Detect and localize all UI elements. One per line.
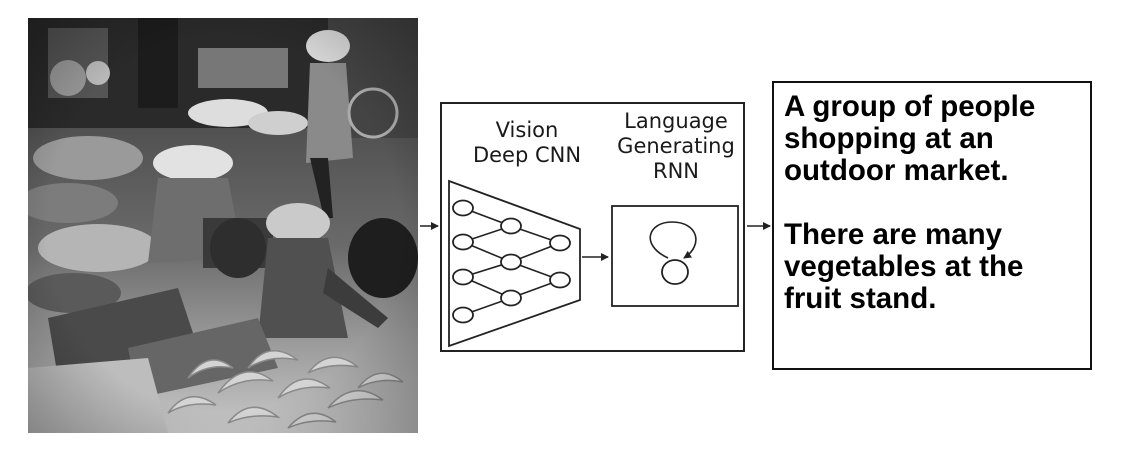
cnn-node (452, 268, 474, 286)
language-label-line1: Language (624, 109, 728, 133)
caption-2-line-2: vegetables at the (784, 250, 1024, 283)
vision-label-line2: Deep CNN (472, 143, 582, 167)
caption-output-box: A group of people shopping at an outdoor… (772, 81, 1092, 370)
rnn-box (611, 205, 739, 307)
language-label-line3: RNN (652, 159, 699, 183)
cnn-node (549, 271, 571, 289)
cnn-node (549, 234, 571, 252)
cnn-node (452, 199, 474, 217)
caption-1-line-1: A group of people (784, 90, 1036, 123)
model-box (440, 102, 745, 352)
cnn-node (452, 306, 474, 324)
cnn-node (500, 217, 522, 235)
caption-1-line-3: outdoor market. (784, 154, 1009, 187)
cnn-node (500, 253, 522, 271)
cnn-node (452, 233, 474, 251)
caption-2-line-1: There are many (784, 218, 1003, 251)
input-image (28, 18, 418, 433)
language-rnn-label: Language Generating RNN (606, 109, 746, 184)
caption-2-line-3: fruit stand. (784, 282, 937, 315)
vision-cnn-label: Vision Deep CNN (442, 118, 612, 168)
rnn-node (661, 259, 689, 285)
rnn-loop-arrow (649, 221, 697, 259)
language-label-line2: Generating (617, 134, 735, 158)
cnn-trapezoid (448, 179, 581, 348)
caption-1-line-2: shopping at an (784, 122, 994, 155)
cnn-node (500, 289, 522, 307)
vision-label-line1: Vision (495, 118, 559, 142)
